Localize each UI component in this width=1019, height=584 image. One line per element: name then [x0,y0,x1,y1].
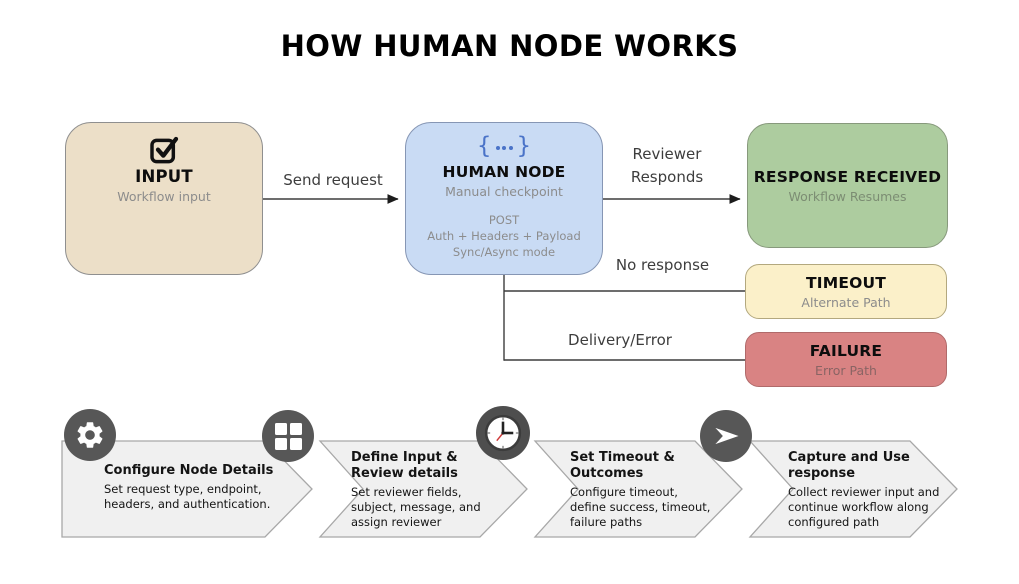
reviewer-responds-label: Reviewer Responds [630,145,704,186]
step-4-description: Collect reviewer input and continue work… [788,484,940,529]
human-node-detail-mode: Sync/Async mode [452,245,556,260]
human-node: { } HUMAN NODE Manual checkpoint POST Au… [405,122,603,275]
response-node-title: RESPONSE RECEIVED [753,167,942,186]
human-node-detail-auth: Auth + Headers + Payload [427,229,581,244]
failure-node: FAILURE Error Path [745,332,947,387]
grid-icon [274,422,302,450]
clock-icon [484,414,522,452]
input-node-subtitle: Workflow input [117,189,211,204]
step-chevron-3 [533,440,743,538]
step-1-title: Configure Node Details [104,463,274,478]
step-4: Capture and Use response Collect reviewe… [788,450,940,530]
step-3-description: Configure timeout, define success, timeo… [570,484,711,529]
human-node-details: POST Auth + Headers + Payload Sync/Async… [427,212,581,260]
no-response-label: No response [615,256,710,274]
step-2-circle [262,410,314,462]
timeout-node-subtitle: Alternate Path [801,294,891,310]
send-request-label: Send request [283,171,383,189]
send-icon [715,427,739,445]
step-4-circle [700,410,752,462]
step-3-circle [476,406,530,460]
step-3-title: Set Timeout & Outcomes [570,450,675,481]
check-square-icon [150,136,179,164]
human-node-detail-method: POST [488,213,520,227]
step-chevron-4 [748,440,958,538]
step-4-title: Capture and Use response [788,450,910,481]
gear-icon [77,422,103,448]
step-1-circle [64,409,116,461]
delivery-error-label: Delivery/Error [568,331,672,349]
step-2-description: Set reviewer fields, subject, message, a… [351,484,481,529]
step-1: Configure Node Details Set request type,… [104,463,284,512]
failure-node-subtitle: Error Path [815,362,877,378]
braces-dots-icon: { } [476,132,532,159]
failure-node-title: FAILURE [809,341,883,360]
step-1-description: Set request type, endpoint, headers, and… [104,481,271,511]
page-title: HOW HUMAN NODE WORKS [280,29,739,63]
timeout-node: TIMEOUT Alternate Path [745,264,947,319]
step-3: Set Timeout & Outcomes Configure timeout… [570,450,712,530]
response-received-node: RESPONSE RECEIVED Workflow Resumes [747,123,948,248]
step-2-title: Define Input & Review details [351,450,458,481]
step-chevron-1 [61,440,313,538]
response-node-subtitle: Workflow Resumes [788,188,907,204]
input-node: INPUT Workflow input [65,122,263,275]
human-node-title: HUMAN NODE [442,163,566,181]
human-node-subtitle: Manual checkpoint [445,184,563,199]
timeout-node-title: TIMEOUT [805,273,887,292]
input-node-title: INPUT [135,167,193,186]
step-2: Define Input & Review details Set review… [351,450,493,530]
